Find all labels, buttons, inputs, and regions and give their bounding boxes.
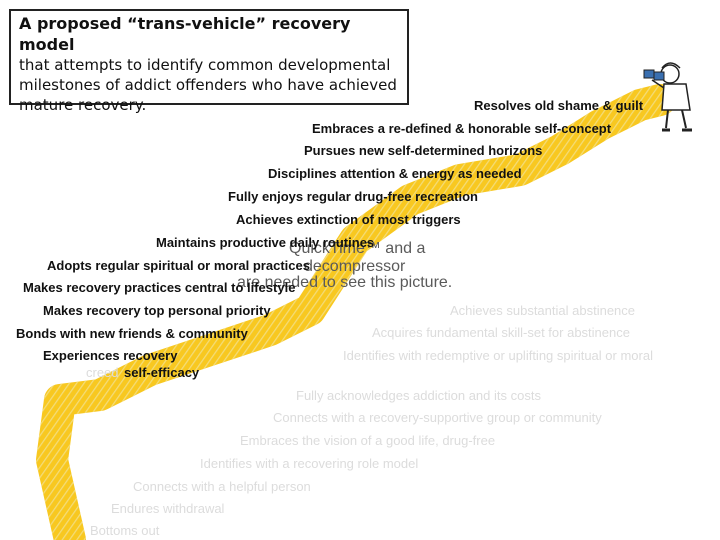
milestone-label: Experiences recovery	[43, 348, 177, 363]
milestone-label: Achieves extinction of most triggers	[236, 212, 461, 227]
faint-milestone-label: Achieves substantial abstinence	[450, 303, 635, 318]
subtitle-line-3: mature recovery.	[19, 95, 399, 115]
faint-milestone-label: Connects with a recovery-supportive grou…	[273, 410, 602, 425]
milestone-label: Bonds with new friends & community	[16, 326, 248, 341]
faint-milestone-label: Fully acknowledges addiction and its cos…	[296, 388, 541, 403]
faint-milestone-label: Identifies with redemptive or uplifting …	[343, 348, 653, 363]
milestone-label: Disciplines attention & energy as needed	[268, 166, 522, 181]
milestone-label: Maintains productive daily routines	[156, 235, 374, 250]
faint-milestone-label: Identifies with a recovering role model	[200, 456, 418, 471]
milestone-label: Makes recovery top personal priority	[43, 303, 271, 318]
milestone-label: Embraces a re-defined & honorable self-c…	[312, 121, 611, 136]
title: A proposed “trans-vehicle” recovery mode…	[19, 13, 399, 55]
subtitle-line-2: milestones of addict offenders who have …	[19, 75, 399, 95]
subtitle-line-1: that attempts to identify common develop…	[19, 55, 399, 75]
faint-milestone-label: Bottoms out	[90, 523, 159, 538]
milestone-label: Adopts regular spiritual or moral practi…	[47, 258, 310, 273]
faint-milestone-label: Endures withdrawal	[111, 501, 224, 516]
milestone-label: Makes recovery practices central to life…	[23, 280, 295, 295]
faint-milestone-label: Connects with a helpful person	[133, 479, 311, 494]
milestone-label: Resolves old shame & guilt	[474, 98, 643, 113]
milestone-label: Pursues new self-determined horizons	[304, 143, 542, 158]
faint-milestone-label: Embraces the vision of a good life, drug…	[240, 433, 495, 448]
faint-milestone-label: creed	[86, 365, 119, 380]
image-placeholder-line-2: decompressor	[304, 258, 405, 275]
milestone-label: Fully enjoys regular drug-free recreatio…	[228, 189, 478, 204]
milestone-label: self-efficacy	[124, 365, 199, 380]
faint-milestone-label: Acquires fundamental skill-set for absti…	[372, 325, 630, 340]
title-box: A proposed “trans-vehicle” recovery mode…	[9, 9, 409, 105]
